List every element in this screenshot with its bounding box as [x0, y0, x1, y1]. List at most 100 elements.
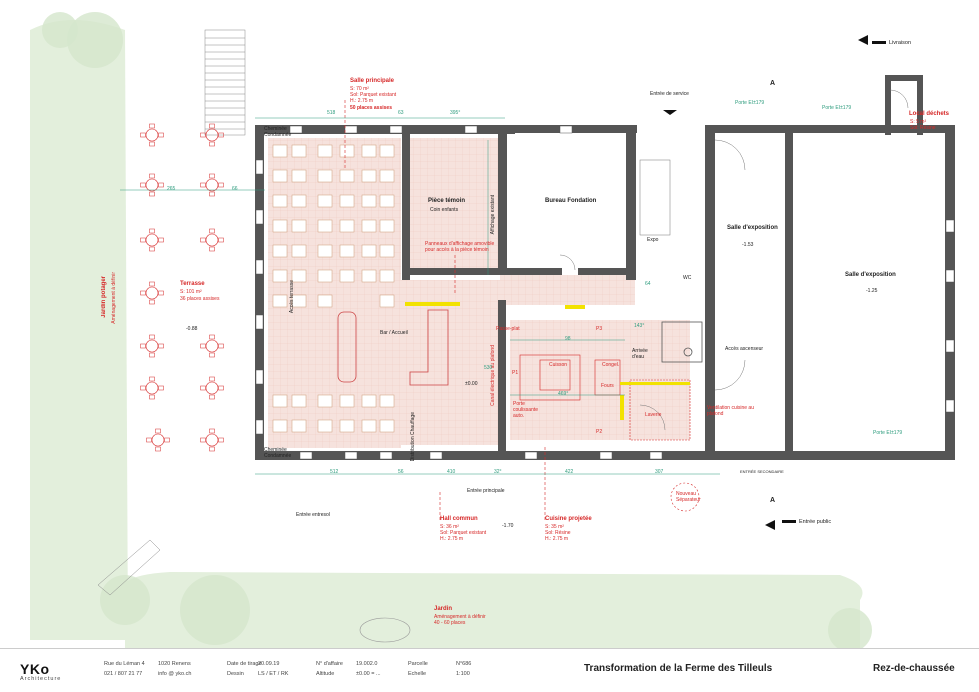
p3-label: P3 [596, 326, 603, 332]
porte-coulissante-label: Porte coulissante auto. [513, 401, 539, 419]
salle-principale-surface: S: 70 m² [350, 86, 369, 92]
local-dechets-sol: Sol: Résine [910, 125, 936, 131]
jardin-potager-sub: Aménagement à définir [111, 272, 117, 324]
dining-table [272, 394, 288, 408]
elevator [661, 321, 703, 363]
dining-table [291, 394, 307, 408]
level-title: Rez-de-chaussée [873, 663, 955, 674]
dim-32: 32° [494, 469, 502, 475]
title-block: YKo Architecture Rue du Léman 4 1020 Ren… [0, 648, 979, 692]
dining-table [379, 169, 395, 183]
dining-table [317, 144, 333, 158]
salle-expo-1-name: Salle d'exposition [727, 225, 778, 231]
jardin-sub: Aménagement à définir [434, 614, 486, 620]
dining-table [272, 419, 288, 433]
dining-table [317, 394, 333, 408]
dining-table [379, 244, 395, 258]
bar-counter [337, 309, 449, 386]
dining-table [272, 194, 288, 208]
dining-table [339, 394, 355, 408]
fours-label: Fours [601, 383, 614, 389]
altitude-label: Altitude [316, 671, 335, 677]
dim-410: 410 [447, 469, 456, 475]
cuisine-surface: S: 35 m² [545, 524, 564, 530]
city-line: 1020 Renens [158, 661, 191, 667]
cuisine-hauteur: H.: 2.75 m [545, 536, 569, 542]
dining-table [317, 244, 333, 258]
dining-table [361, 169, 377, 183]
affichage-note: Affichage existant [490, 195, 496, 235]
section-a-top: A [770, 80, 776, 87]
dining-table [291, 169, 307, 183]
entree-secondaire-label: ENTRÉE SECONDAIRE [740, 469, 784, 474]
dining-table [379, 394, 395, 408]
echelle-value: 1:100 [456, 671, 470, 677]
date-label: Date de tirage [227, 661, 262, 667]
bureau-name: Bureau Fondation [545, 198, 597, 204]
yellow-markings [405, 302, 690, 420]
terrace-table [200, 228, 224, 252]
dim-307: 307 [655, 469, 664, 475]
dining-table [339, 269, 355, 283]
dessin-label: Dessin [227, 671, 244, 677]
passe-plat-label: Passe-plat [496, 326, 520, 332]
address-line: Rue du Léman 4 [104, 661, 145, 667]
dining-table [339, 219, 355, 233]
salle-expo-1-level: -1.53 [742, 242, 754, 248]
dining-table [361, 419, 377, 433]
hall-level: -1.70 [502, 523, 514, 529]
altitude-value: ±0.00 = ... [356, 671, 381, 677]
dining-table [339, 419, 355, 433]
dining-table [272, 144, 288, 158]
dining-table [291, 244, 307, 258]
section-a-bottom: A [770, 497, 776, 504]
dining-table [317, 419, 333, 433]
terrasse-name: Terrasse [180, 281, 205, 287]
building-walls [255, 75, 955, 460]
terrace-table [200, 428, 224, 452]
salle-principale-name: Salle principale [350, 78, 395, 84]
dim-530: 530 [484, 365, 493, 371]
jardin-potager-name: Jardin potager [101, 276, 107, 318]
terrasse-places: 36 places assises [180, 296, 220, 302]
terrace-table [200, 334, 224, 358]
nouveau-separateur-note: Nouveau Séparateur [676, 491, 701, 503]
jardin-name: Jardin [434, 606, 453, 612]
email-line: info @ yko.ch [158, 671, 192, 677]
acces-terrasse-label: Accès terrasse [289, 280, 295, 314]
dining-table [291, 294, 307, 308]
dining-table [317, 219, 333, 233]
entree-service-label: Entrée de service [650, 91, 689, 97]
dining-table [272, 294, 288, 308]
arrivee-eau-label: Arrivée d'eau [632, 348, 648, 360]
p2-label: P2 [596, 429, 603, 435]
dining-table [361, 269, 377, 283]
cheminee-north: Cheminée Condamnée [264, 126, 292, 138]
parcelle-value: N°686 [456, 661, 472, 667]
salle-principale-sol: Sol: Parquet existant [350, 92, 397, 98]
acces-ascenseur-label: Accès ascenseur [725, 346, 764, 352]
piece-temoin-name: Pièce témoin [428, 198, 466, 204]
company-logo: YKo [20, 661, 50, 677]
dining-table [272, 269, 288, 283]
dining-tables [272, 144, 395, 433]
terrace-table [146, 428, 170, 452]
salle-principale-places: 50 places assises [350, 105, 392, 111]
dining-table [361, 144, 377, 158]
distribution-label: Distribution Chauffage [410, 412, 416, 462]
project-title: Transformation de la Ferme des Tilleuls [584, 663, 773, 674]
terrace-table [140, 123, 164, 147]
dim-422: 422 [565, 469, 574, 475]
wc-label: WC [683, 275, 692, 281]
hall-sol: Sol: Parquet existant [440, 530, 487, 536]
terrace-table [140, 228, 164, 252]
entree-entresol-label: Entrée entresol [296, 512, 330, 518]
hall-name: Hall commun [440, 516, 478, 522]
terrace-tables [140, 123, 224, 452]
terrace-table [200, 173, 224, 197]
dining-table [379, 419, 395, 433]
dining-table [291, 144, 307, 158]
terrace-table [140, 173, 164, 197]
dim-66: 66 [232, 186, 238, 192]
